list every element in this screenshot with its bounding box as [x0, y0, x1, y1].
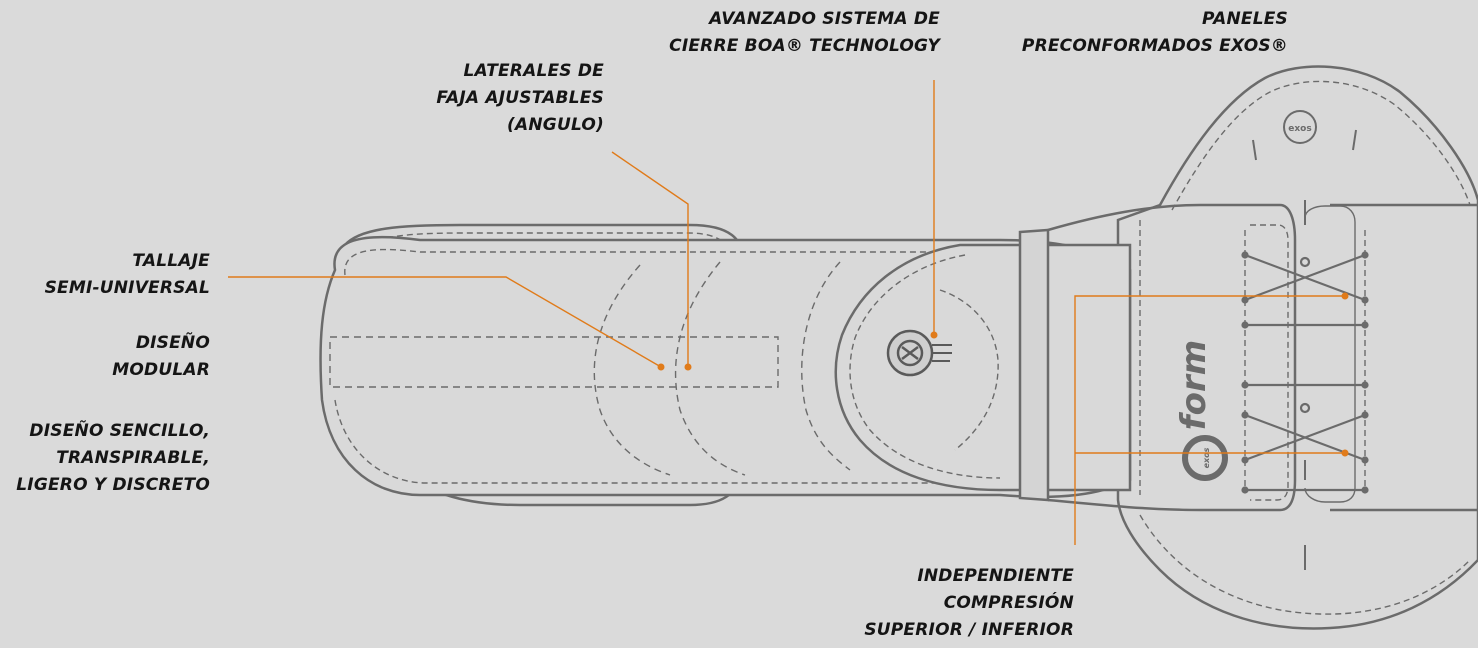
lacing-frame — [1047, 203, 1478, 512]
exos-logo-small-text: exos — [1288, 124, 1311, 134]
callout-sizing-line-1: TALLAJE — [132, 251, 210, 271]
callout-lateral-line-2: FAJA AJUSTABLES — [436, 88, 604, 108]
callout-simple-line-2: TRANSPIRABLE, — [56, 448, 210, 468]
callout-boa-line-2: CIERRE BOA® TECHNOLOGY — [669, 36, 940, 56]
callout-modular: DISEÑO MODULAR — [112, 330, 210, 384]
callout-sizing-line-2: SEMI-UNIVERSAL — [44, 278, 210, 298]
compression-callout-line-top — [1074, 295, 1345, 545]
callout-compression-line-3: SUPERIOR / INFERIOR — [864, 620, 1074, 640]
callout-boa: AVANZADO SISTEMA DE CIERRE BOA® TECHNOLO… — [669, 6, 940, 60]
callout-lateral-line-3: (ANGULO) — [507, 115, 604, 135]
callout-boa-line-1: AVANZADO SISTEMA DE — [709, 9, 940, 29]
callout-lines — [228, 80, 1345, 545]
callout-lateral-line-1: LATERALES DE — [463, 61, 604, 81]
panel-slots — [1252, 129, 1357, 570]
callout-dots — [657, 292, 1349, 457]
callout-lateral: LATERALES DE FAJA AJUSTABLES (ANGULO) — [436, 58, 604, 139]
lateral-callout-line — [611, 151, 689, 367]
boa-module — [834, 243, 1132, 492]
callout-panels: PANELES PRECONFORMADOS EXOS® — [1022, 6, 1288, 60]
callout-compression-line-1: INDEPENDIENTE — [917, 566, 1074, 586]
vertical-strap — [1018, 228, 1050, 502]
callout-panels-line-1: PANELES — [1202, 9, 1288, 29]
back-panel — [1116, 65, 1478, 630]
callout-simple-line-1: DISEÑO SENCILLO, — [29, 421, 210, 441]
modular-seams — [329, 261, 851, 476]
sizing-callout-line — [228, 276, 662, 368]
callout-panels-line-2: PRECONFORMADOS EXOS® — [1021, 36, 1288, 56]
exos-form-logo-prefix: exos — [1202, 447, 1211, 468]
exos-form-logo: exos form — [1174, 340, 1228, 481]
callout-sizing: TALLAJE SEMI-UNIVERSAL — [45, 248, 210, 302]
callout-compression: INDEPENDIENTE COMPRESIÓN SUPERIOR / INFE… — [864, 563, 1074, 644]
callout-compression-line-2: COMPRESIÓN — [943, 593, 1074, 613]
boa-dial — [886, 329, 952, 377]
callout-simple: DISEÑO SENCILLO, TRANSPIRABLE, LIGERO Y … — [16, 418, 210, 499]
callout-modular-line-1: DISEÑO — [135, 333, 210, 353]
exos-form-logo-word: form — [1174, 340, 1214, 430]
callout-simple-line-3: LIGERO Y DISCRETO — [16, 475, 210, 495]
exos-logo-small: exos — [1283, 110, 1317, 144]
callout-modular-line-2: MODULAR — [112, 360, 210, 380]
